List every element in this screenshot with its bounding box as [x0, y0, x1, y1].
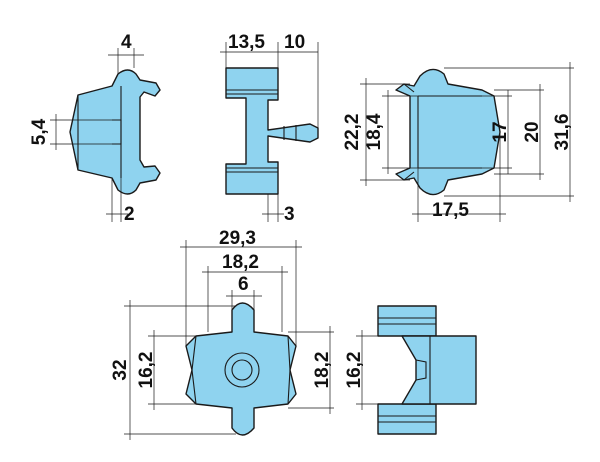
dim-line-20 [494, 84, 544, 180]
dim-line-18-2-right [288, 326, 334, 414]
label-dim-5-4: 5,4 [29, 118, 50, 145]
dim-line-22-2 [360, 78, 410, 186]
dim-line-17 [482, 90, 512, 174]
label-dim-31-6: 31,6 [552, 114, 573, 151]
dim-line-13-5 [220, 42, 318, 68]
dim-line-32 [124, 300, 236, 440]
label-dim-16-2-end: 16,2 [344, 352, 365, 389]
label-dim-16-2-left: 16,2 [136, 352, 157, 389]
dim-line-4 [108, 48, 144, 74]
label-dim-22-2: 22,2 [342, 114, 363, 151]
dim-line-5-4 [50, 114, 112, 150]
end-view-inner-edge [415, 336, 431, 404]
label-dim-13-5: 13,5 [228, 32, 265, 53]
plan-body [185, 302, 297, 436]
label-dim-32: 32 [110, 359, 131, 380]
dim-line-18-4 [382, 90, 418, 174]
label-dim-2: 2 [124, 204, 135, 225]
dim-line-16-2-end [356, 330, 402, 410]
dim-line-18-2-top [202, 266, 288, 332]
dim-line-17-5 [412, 132, 506, 222]
end-view-middle [401, 335, 477, 405]
label-dim-18-2-top: 18,2 [222, 252, 259, 273]
dim-line-3 [262, 194, 284, 222]
view-middle-side: 13,5 10 3 [220, 32, 319, 225]
view-end: 16,2 [344, 305, 477, 435]
view-plan: 29,3 18,2 6 32 16,2 18,2 [110, 228, 334, 440]
label-dim-20: 20 [522, 121, 543, 142]
plan-inner-edges [191, 335, 291, 405]
label-dim-4: 4 [121, 32, 132, 53]
label-dim-29-3: 29,3 [219, 228, 256, 249]
left-side-body [69, 69, 161, 195]
right-front-panel [417, 95, 482, 169]
end-view-block-lines [378, 317, 436, 423]
view-right-front: 22,2 18,4 17 20 31,6 17,5 [342, 62, 574, 222]
label-dim-3: 3 [284, 204, 295, 225]
label-dim-18-4: 18,4 [364, 113, 385, 150]
label-dim-6: 6 [238, 274, 249, 295]
label-dim-17: 17 [490, 121, 511, 142]
middle-side-body [225, 67, 319, 195]
label-dim-17-5: 17,5 [432, 200, 469, 221]
end-view-top-block [377, 305, 437, 337]
dim-line-6 [226, 290, 262, 332]
dim-line-31-6 [444, 62, 574, 202]
end-view-bottom-block [377, 403, 437, 435]
dim-line-2 [106, 178, 128, 222]
right-front-body [395, 68, 501, 196]
middle-side-ribs [226, 89, 297, 173]
plan-hub-outer [224, 352, 260, 388]
view-left-side: 4 5,4 2 [29, 32, 161, 225]
label-dim-10: 10 [284, 32, 305, 53]
dim-line-29-3 [180, 240, 302, 346]
label-dim-18-2-right: 18,2 [312, 352, 333, 389]
right-front-clip-lines [403, 83, 415, 181]
plan-hub-inner [231, 359, 253, 381]
dim-line-16-2-left [148, 330, 196, 410]
